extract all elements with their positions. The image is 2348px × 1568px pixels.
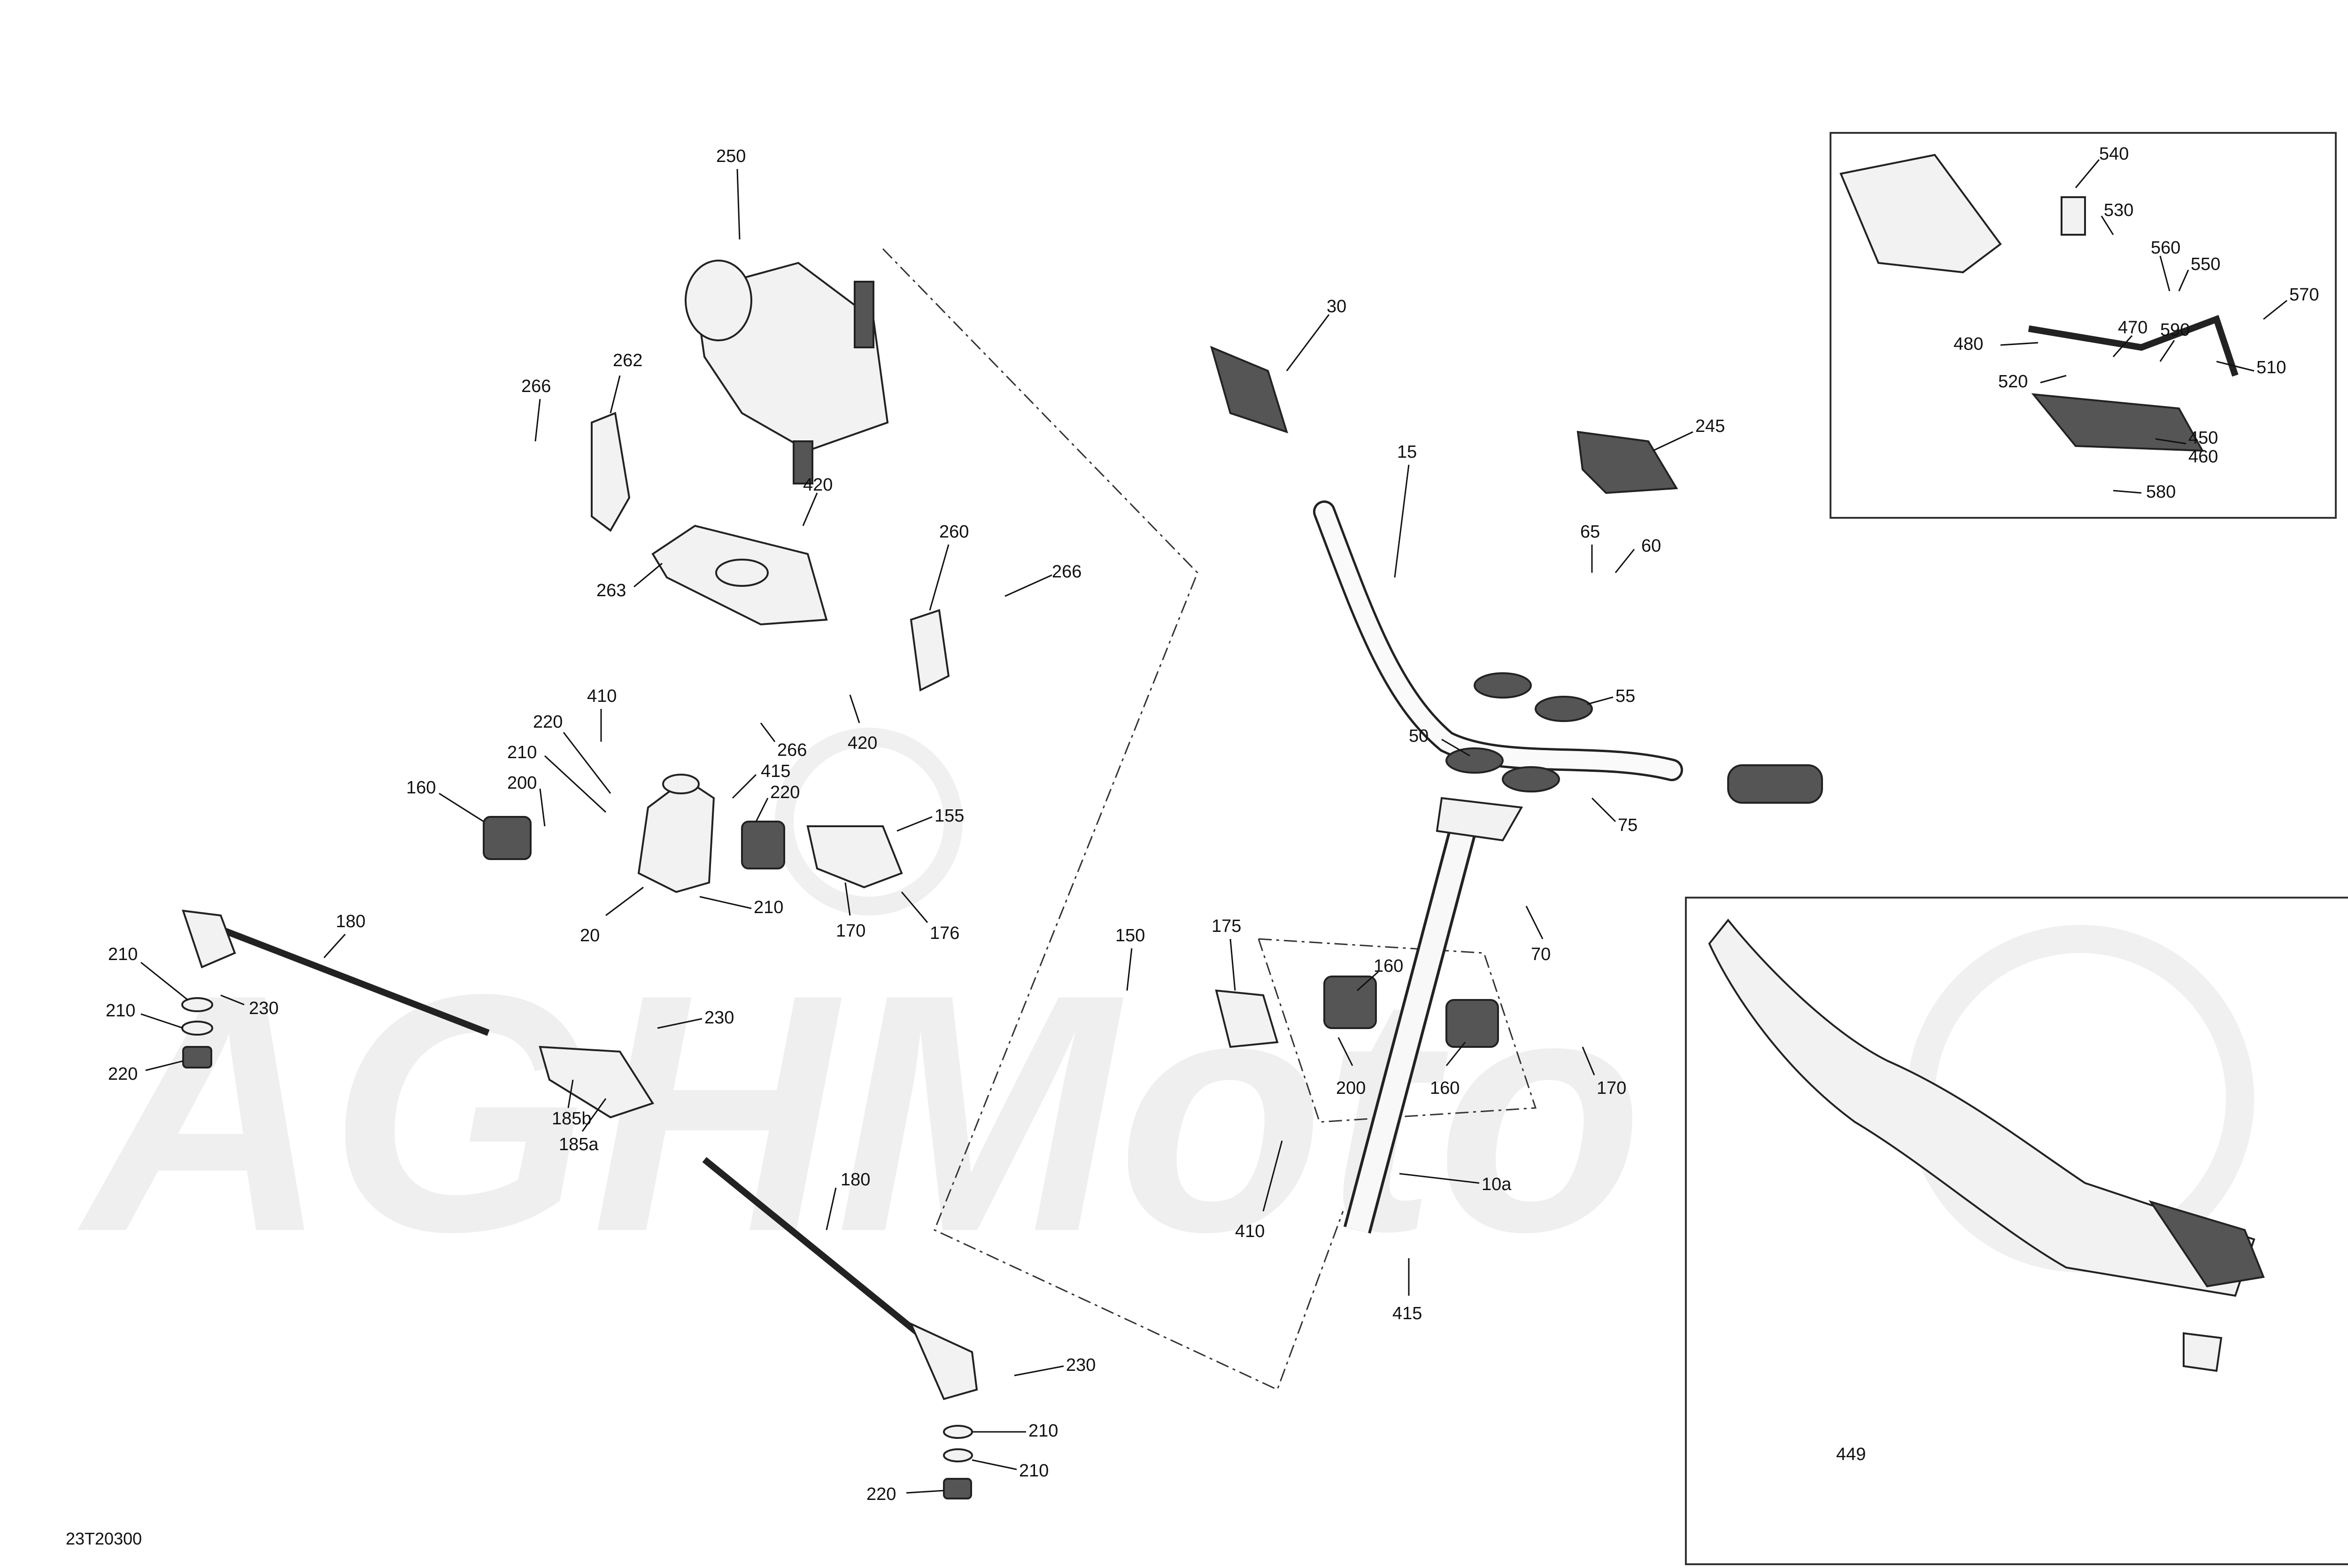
- callout-200-b: 200: [1336, 1078, 1366, 1098]
- callout-20: 20: [580, 926, 600, 945]
- callout-470: 470: [2118, 318, 2147, 338]
- callout-410-b: 410: [1235, 1222, 1265, 1241]
- callout-180-a: 180: [336, 912, 365, 931]
- handlebar-15: [1313, 500, 1683, 781]
- callout-220-d: 220: [866, 1484, 896, 1504]
- callout-150: 150: [1115, 926, 1145, 945]
- callout-70: 70: [1531, 945, 1551, 964]
- callout-210-a: 210: [507, 743, 537, 762]
- callout-10a: 10a: [1482, 1175, 1512, 1194]
- callout-175: 175: [1212, 916, 1241, 936]
- callout-230-c: 230: [1066, 1355, 1096, 1375]
- bushing-160-left: [483, 816, 532, 860]
- bracket-260: [910, 609, 950, 692]
- power-steering-actuator: [685, 260, 889, 484]
- handguard-449: [1708, 918, 2265, 1372]
- callout-185b: 185b: [552, 1109, 592, 1129]
- callout-550: 550: [2191, 254, 2220, 274]
- callout-480: 480: [1954, 334, 1983, 354]
- tie-rod-180-lower: [702, 1157, 978, 1400]
- grip-right: [1727, 764, 1823, 804]
- riser-clamps: [1445, 672, 1593, 792]
- callout-75: 75: [1618, 815, 1637, 835]
- callout-155: 155: [935, 806, 964, 826]
- watermark-logo: AGHMoto: [74, 728, 2254, 1302]
- callout-266-a: 266: [521, 377, 551, 396]
- callout-510: 510: [2256, 358, 2286, 377]
- callout-15: 15: [1397, 442, 1417, 462]
- callout-420-a: 420: [803, 475, 833, 495]
- callout-55: 55: [1615, 686, 1635, 706]
- callout-260: 260: [939, 522, 969, 542]
- callout-262: 262: [613, 351, 642, 370]
- callout-30: 30: [1327, 297, 1346, 316]
- callout-266-c: 266: [777, 740, 807, 760]
- callout-170-b: 170: [1597, 1078, 1626, 1098]
- handguard-assembly: [1839, 154, 2239, 452]
- callout-245: 245: [1695, 416, 1725, 436]
- diagram-code: 23T20300: [66, 1529, 142, 1548]
- callout-180-b: 180: [841, 1170, 870, 1190]
- callout-580: 580: [2146, 482, 2176, 502]
- callout-420-b: 420: [848, 733, 877, 753]
- callout-540: 540: [2099, 144, 2129, 164]
- dashed-guide-lines: [882, 248, 1537, 1391]
- callout-labels: 250 262 266 263 420 260 266 266 420 410 …: [106, 144, 2319, 1504]
- callout-530: 530: [2104, 200, 2133, 220]
- inset-handguard-frame: [1830, 132, 2337, 519]
- callout-220-c: 220: [108, 1064, 138, 1084]
- steering-column-10a: [1343, 797, 1523, 1234]
- pad-245: [1576, 430, 1678, 494]
- callout-220-a: 220: [533, 712, 563, 732]
- callout-230-a: 230: [249, 999, 278, 1018]
- callout-50: 50: [1409, 726, 1429, 746]
- tie-rod-end-185: [539, 1045, 655, 1119]
- callout-60: 60: [1641, 536, 1661, 556]
- callout-185a: 185a: [559, 1135, 599, 1154]
- watermark-text: AGHMoto: [74, 924, 1644, 1302]
- callout-570: 570: [2289, 285, 2319, 305]
- callout-210-c: 210: [108, 945, 138, 964]
- steering-column-housing: [637, 774, 715, 893]
- callout-415-b: 415: [1392, 1304, 1422, 1323]
- callout-415-a: 415: [761, 761, 790, 781]
- callout-200-a: 200: [507, 773, 537, 793]
- callout-220-b: 220: [770, 783, 800, 802]
- callout-460: 460: [2188, 447, 2218, 467]
- callout-65: 65: [1580, 522, 1600, 542]
- tie-rod-180-upper: [182, 909, 490, 1036]
- callout-210-d: 210: [106, 1001, 135, 1021]
- callout-176: 176: [930, 923, 959, 943]
- callout-520: 520: [1998, 372, 2028, 392]
- washers-nut-left: [181, 997, 213, 1068]
- callout-266-b: 266: [1052, 562, 1081, 582]
- bushing-160-right-a: [1323, 976, 1377, 1029]
- bushing-220-left: [741, 821, 785, 869]
- clamp-170-left: [806, 825, 903, 889]
- callout-230-b: 230: [704, 1008, 734, 1028]
- callout-449: 449: [1836, 1445, 1866, 1464]
- callout-410-a: 410: [587, 686, 617, 706]
- callout-450: 450: [2188, 428, 2218, 448]
- washers-nut-right: [943, 1425, 973, 1499]
- callout-210-e: 210: [1028, 1421, 1058, 1441]
- callout-160-a: 160: [406, 778, 436, 798]
- callout-160-c: 160: [1430, 1078, 1460, 1098]
- mount-bracket-262: [591, 412, 631, 532]
- callout-263: 263: [596, 581, 626, 600]
- callout-560: 560: [2151, 238, 2180, 258]
- handlebar-grip-30: [1210, 346, 1289, 434]
- callout-250: 250: [716, 146, 746, 166]
- clamp-175: [1215, 989, 1279, 1048]
- callout-170-a: 170: [836, 921, 865, 941]
- bushing-160-right-b: [1445, 999, 1499, 1048]
- callout-210-f: 210: [1019, 1461, 1049, 1481]
- callout-210-b: 210: [754, 898, 783, 917]
- callout-590: 590: [2160, 320, 2190, 340]
- inset-449-frame: [1685, 897, 2348, 1565]
- support-bracket-263: [651, 524, 828, 626]
- callout-160-b: 160: [1374, 956, 1403, 976]
